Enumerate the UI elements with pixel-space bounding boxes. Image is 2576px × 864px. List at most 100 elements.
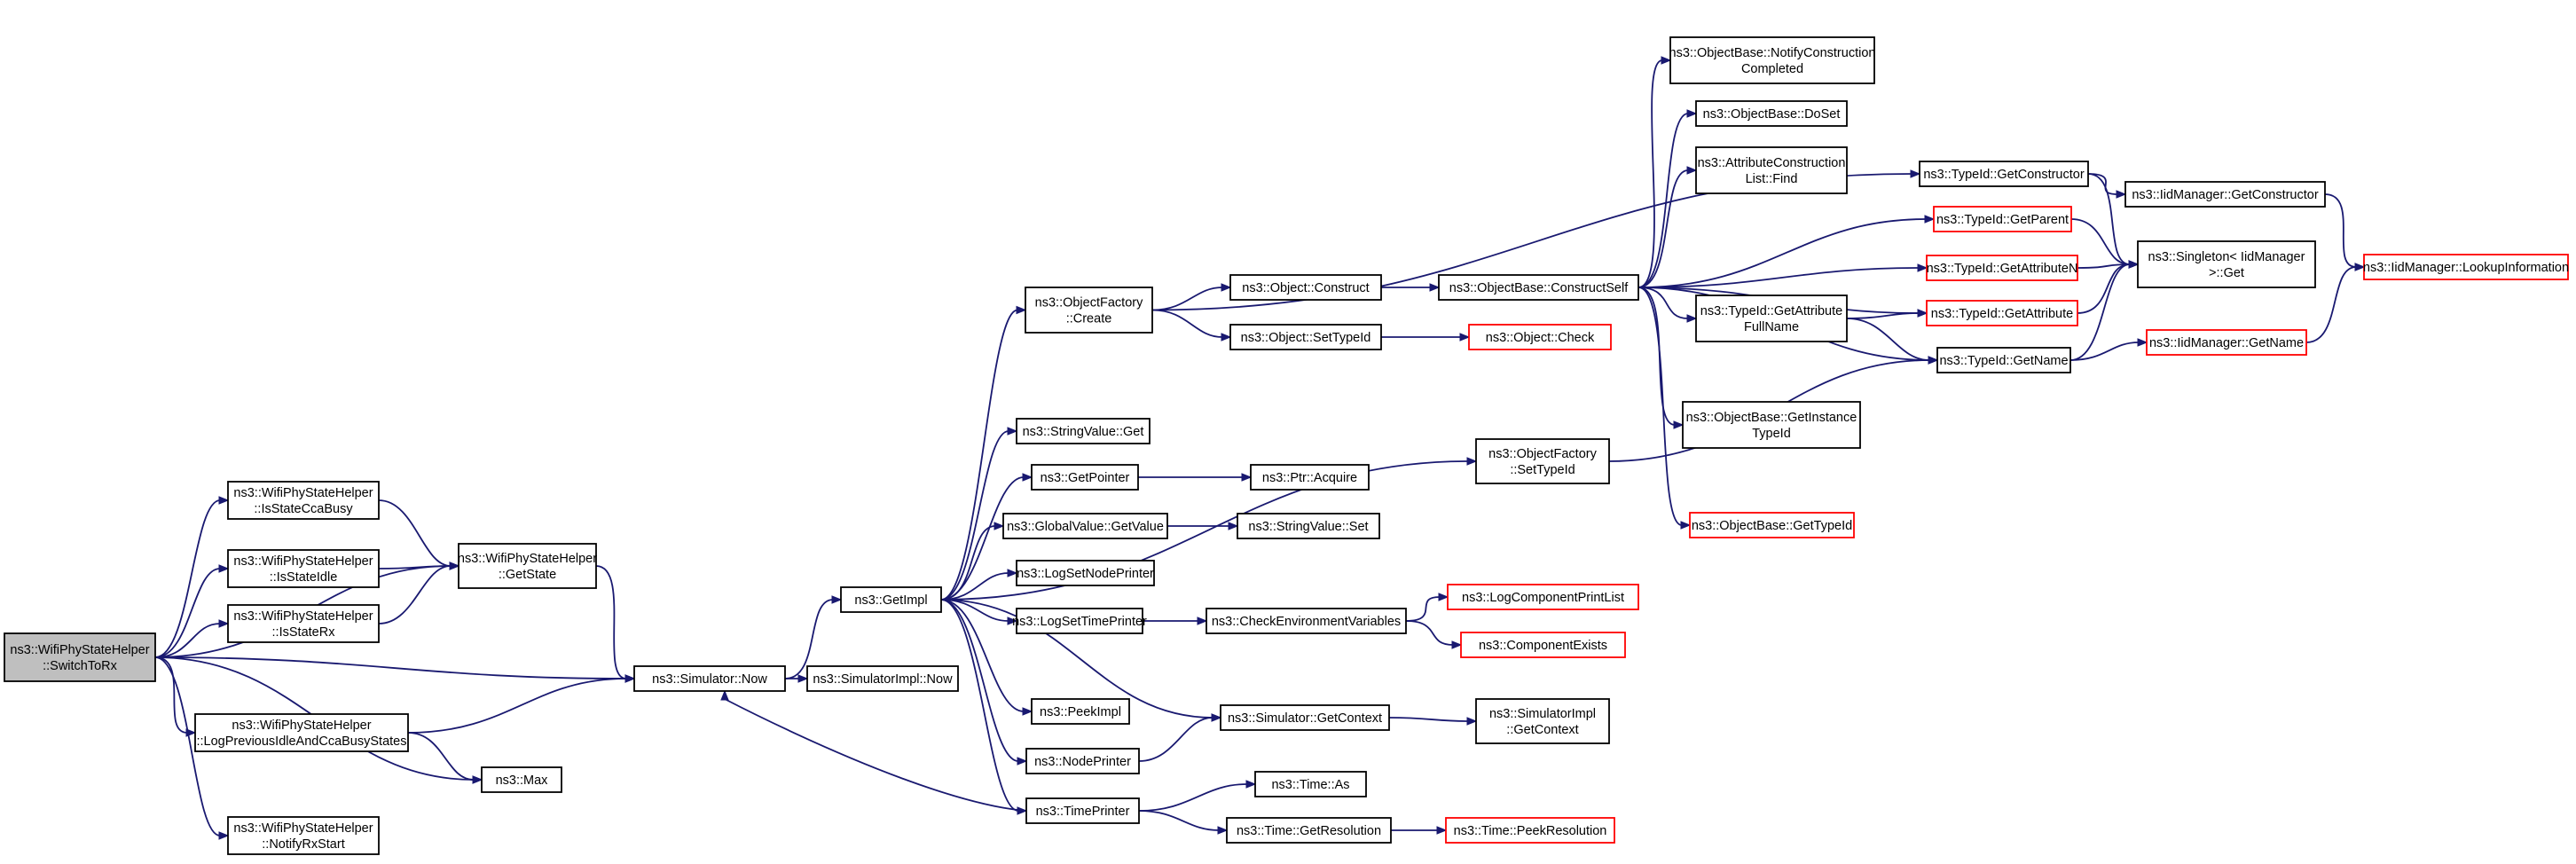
edge-arrowhead	[1017, 757, 1028, 766]
node-label: ns3::SimulatorImpl::Now	[813, 672, 953, 687]
node-compexists[interactable]: ns3::ComponentExists	[1460, 632, 1626, 658]
node-notifycons[interactable]: ns3::ObjectBase::NotifyConstructionCompl…	[1669, 36, 1876, 84]
node-box	[1229, 274, 1382, 301]
edge-getimpl-to-nodeprinter	[940, 599, 1028, 766]
node-box	[1669, 36, 1875, 84]
node-ofcreate[interactable]: ns3::ObjectFactory::Create	[1025, 287, 1153, 334]
node-implgetcontext[interactable]: ns3::SimulatorImpl::GetContext	[1475, 698, 1610, 744]
node-now[interactable]: ns3::Simulator::Now	[633, 665, 786, 692]
edge-arrowhead	[218, 564, 230, 573]
node-tgetname[interactable]: ns3::TypeId::GetName	[1936, 347, 2071, 373]
node-lognode[interactable]: ns3::LogSetNodePrinter	[1016, 560, 1155, 586]
edge-line	[1637, 287, 1689, 319]
node-logtime[interactable]: ns3::LogSetTimePrinter	[1012, 608, 1147, 634]
edge-arrowhead	[1438, 593, 1449, 601]
node-ofsettypeid[interactable]: ns3::ObjectFactory::SetTypeId	[1475, 438, 1610, 484]
edge-line	[2305, 266, 2357, 343]
edge-arrowhead	[1436, 826, 1448, 835]
edge-iscca-to-getstate	[378, 499, 460, 570]
node-max[interactable]: ns3::Max	[481, 766, 562, 793]
edge-line	[154, 656, 221, 837]
node-switch[interactable]: ns3::WifiPhyStateHelper::SwitchToRx	[4, 632, 156, 682]
edge-constructself-to-attrfind	[1637, 166, 1698, 288]
node-timeas[interactable]: ns3::Time::As	[1254, 771, 1367, 797]
node-tgetctor[interactable]: ns3::TypeId::GetConstructor	[1919, 161, 2089, 187]
edge-arrowhead	[2354, 263, 2366, 271]
edge-arrowhead	[1197, 617, 1208, 625]
edge-getimpl-to-gvget	[940, 522, 1005, 601]
node-timegetres[interactable]: ns3::Time::GetResolution	[1226, 817, 1392, 844]
node-tgetparent[interactable]: ns3::TypeId::GetParent	[1933, 206, 2072, 232]
node-label: ns3::IidManager::GetName	[2149, 336, 2304, 350]
node-obgettypeid[interactable]: ns3::ObjectBase::GetTypeId	[1689, 512, 1855, 538]
node-peekimpl[interactable]: ns3::PeekImpl	[1031, 698, 1130, 725]
node-label: ns3::Max	[496, 774, 549, 788]
node-logcompprint[interactable]: ns3::LogComponentPrintList	[1447, 584, 1639, 610]
edge-now-to-getimpl	[784, 595, 843, 679]
edge-arrowhead	[1686, 166, 1698, 175]
node-getcontext[interactable]: ns3::Simulator::GetContext	[1220, 704, 1390, 731]
node-checkenv[interactable]: ns3::CheckEnvironmentVariables	[1206, 608, 1407, 634]
node-box	[1016, 418, 1151, 444]
node-timeprinter[interactable]: ns3::TimePrinter	[1025, 797, 1140, 824]
node-box	[1206, 608, 1407, 634]
node-ptracquire[interactable]: ns3::Ptr::Acquire	[1250, 464, 1370, 491]
node-objconstruct[interactable]: ns3::Object::Construct	[1229, 274, 1382, 301]
edge-arrowhead	[1928, 356, 1939, 365]
node-implnow[interactable]: ns3::SimulatorImpl::Now	[806, 665, 959, 692]
node-getpointer[interactable]: ns3::GetPointer	[1031, 464, 1139, 491]
node-label: ns3::ObjectBase::ConstructSelf	[1449, 281, 1629, 295]
edge-switch-to-notifyrx	[154, 656, 230, 840]
node-iidgetname[interactable]: ns3::IidManager::GetName	[2146, 329, 2307, 356]
edge-arrowhead	[1007, 569, 1018, 577]
node-strset[interactable]: ns3::StringValue::Set	[1237, 513, 1380, 539]
node-label: ns3::StringValue::Get	[1023, 425, 1144, 439]
node-box	[227, 604, 380, 643]
node-iscca[interactable]: ns3::WifiPhyStateHelper::IsStateCcaBusy	[227, 481, 380, 520]
node-box	[1926, 255, 2078, 281]
edge-timeprinter-to-timegetres	[1138, 810, 1229, 835]
node-tgetattr[interactable]: ns3::TypeId::GetAttribute	[1926, 300, 2078, 326]
node-objsettypeid[interactable]: ns3::Object::SetTypeId	[1229, 324, 1382, 350]
edge-line	[1151, 309, 1223, 338]
edge-getimpl-to-ofsettypeid	[940, 457, 1478, 601]
node-tgetattrn[interactable]: ns3::TypeId::GetAttributeN	[1926, 255, 2078, 281]
edge-line	[940, 309, 1018, 601]
node-label: ns3::Time::As	[1271, 778, 1349, 792]
edge-arrowhead	[218, 619, 230, 628]
node-gvget[interactable]: ns3::GlobalValue::GetValue	[1002, 513, 1168, 539]
node-objcheck[interactable]: ns3::Object::Check	[1468, 324, 1612, 350]
node-label: ns3::TypeId::GetAttribute	[1931, 307, 2073, 321]
edge-arrowhead	[1429, 283, 1441, 292]
node-label: ns3::TypeId::GetParent	[1936, 213, 2069, 227]
node-iidgetctor[interactable]: ns3::IidManager::GetConstructor	[2124, 181, 2326, 208]
node-peekres[interactable]: ns3::Time::PeekResolution	[1445, 817, 1615, 844]
node-label: ns3::WifiPhyStateHelper	[232, 719, 371, 733]
node-box	[1025, 287, 1153, 334]
edge-line	[940, 599, 1019, 762]
node-nodeprinter[interactable]: ns3::NodePrinter	[1025, 748, 1140, 774]
node-label: ns3::ObjectBase::GetTypeId	[1692, 519, 1852, 533]
node-label: ns3::Singleton< IidManager	[2148, 250, 2305, 264]
edge-arrowhead	[1228, 522, 1239, 530]
edge-line	[1637, 218, 1927, 288]
node-lookup[interactable]: ns3::IidManager::LookupInformation	[2363, 254, 2569, 280]
node-notifyrx[interactable]: ns3::WifiPhyStateHelper::NotifyRxStart	[227, 816, 380, 855]
node-box	[2363, 254, 2569, 280]
node-singleton[interactable]: ns3::Singleton< IidManager>::Get	[2137, 240, 2316, 288]
node-box	[1475, 438, 1610, 484]
node-getstate[interactable]: ns3::WifiPhyStateHelper::GetState	[458, 543, 597, 589]
node-doset[interactable]: ns3::ObjectBase::DoSet	[1695, 100, 1848, 127]
node-isrx[interactable]: ns3::WifiPhyStateHelper::IsStateRx	[227, 604, 380, 643]
node-getimpl[interactable]: ns3::GetImpl	[840, 586, 942, 613]
node-logprev[interactable]: ns3::WifiPhyStateHelper::LogPreviousIdle…	[194, 713, 409, 752]
node-strget[interactable]: ns3::StringValue::Get	[1016, 418, 1151, 444]
node-box	[1445, 817, 1615, 844]
edge-constructself-to-notifycons	[1637, 56, 1672, 288]
node-isidle[interactable]: ns3::WifiPhyStateHelper::IsStateIdle	[227, 549, 380, 588]
node-label: ns3::Object::Check	[1486, 331, 1595, 345]
node-constructself[interactable]: ns3::ObjectBase::ConstructSelf	[1438, 274, 1639, 301]
